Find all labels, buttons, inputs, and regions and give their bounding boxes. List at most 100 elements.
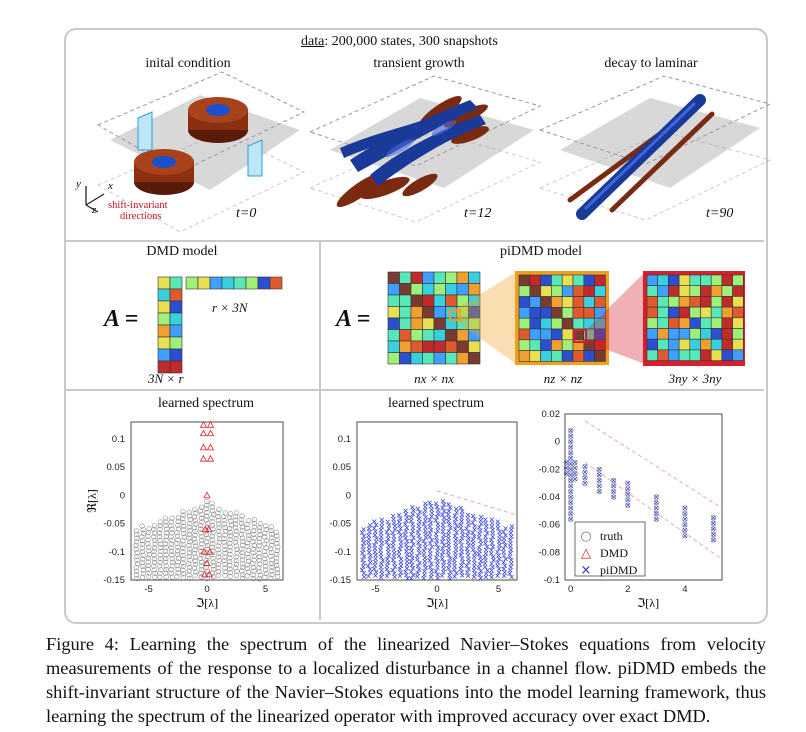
left-ytick: -0.15 <box>103 575 125 586</box>
truth-point <box>156 530 163 536</box>
truth-point <box>250 550 256 556</box>
pidmd-point <box>501 529 506 535</box>
pidmd-point <box>490 564 495 570</box>
pidmd-point <box>489 561 494 566</box>
left-xtick: -5 <box>144 584 152 595</box>
pidmd-point <box>564 465 569 471</box>
pidmd-point <box>384 539 389 545</box>
pidmd-point <box>447 522 452 527</box>
truth-point <box>210 541 216 547</box>
truth-point <box>181 523 187 529</box>
pidmd-point <box>496 546 502 551</box>
pidmd-point <box>392 561 397 566</box>
pidmd-point <box>422 562 428 567</box>
pidmd-point <box>385 536 391 541</box>
pidmd-point <box>422 511 427 517</box>
pidmd-point <box>423 518 428 523</box>
pidmd-point <box>416 547 421 552</box>
truth-point <box>163 574 169 580</box>
pidmd-point <box>385 546 391 552</box>
truth-point <box>192 528 198 535</box>
truth-point <box>239 546 245 552</box>
truth-point <box>227 558 233 565</box>
pidmd-point <box>484 524 489 529</box>
pidmd-point <box>409 562 415 568</box>
pidmd-point <box>446 508 452 514</box>
truth-point <box>221 539 227 545</box>
truth-point <box>174 533 181 539</box>
truth-point <box>263 559 269 566</box>
truth-point <box>140 571 147 577</box>
truth-point <box>710 537 717 543</box>
truth-point <box>234 568 240 575</box>
dmd-A-equals: A = <box>104 306 139 332</box>
truth-point <box>157 574 163 580</box>
pidmd-point <box>459 519 464 524</box>
pidmd-point <box>501 553 507 558</box>
truth-point <box>610 477 617 484</box>
truth-point <box>191 525 198 531</box>
pidmd-point <box>489 551 494 556</box>
dmd-point <box>206 443 215 451</box>
truth-point <box>169 530 175 536</box>
pidmd-point <box>454 530 459 535</box>
truth-point <box>221 514 227 520</box>
pidmd-point <box>411 535 416 541</box>
pidmd-point <box>423 535 429 540</box>
truth-point <box>245 547 252 553</box>
truth-point <box>157 523 164 529</box>
pidmd-point <box>434 541 439 547</box>
truth-point <box>257 572 263 578</box>
pidmd-point <box>496 570 502 575</box>
pidmd-point <box>568 500 573 505</box>
truth-point <box>222 569 228 575</box>
pidmd-point <box>379 561 384 567</box>
truth-point <box>251 557 257 563</box>
pidmd-point <box>503 526 508 531</box>
pidmd-point <box>416 533 422 539</box>
truth-point <box>251 535 257 541</box>
pidmd-point <box>568 456 573 461</box>
pidmd-point <box>501 536 507 541</box>
pidmd-point <box>441 542 447 548</box>
truth-point <box>198 522 204 529</box>
truth-point <box>256 557 262 564</box>
truth-point <box>222 565 228 571</box>
pidmd-point <box>373 553 379 558</box>
pidmd-point <box>501 560 506 565</box>
truth-point <box>568 499 574 506</box>
pidmd-point <box>490 530 495 536</box>
axis-z-annot: z <box>92 204 97 216</box>
truth-point <box>251 517 257 523</box>
pidmd-point <box>440 556 445 562</box>
truth-point <box>222 532 228 538</box>
truth-point <box>181 527 187 533</box>
divider-top <box>66 240 764 242</box>
truth-point <box>152 570 158 577</box>
truth-point <box>210 530 216 536</box>
truth-point <box>163 544 169 551</box>
truth-point <box>262 534 268 540</box>
pidmd-point <box>489 541 495 546</box>
pidmd-point <box>453 550 458 556</box>
pidmd-point <box>654 511 659 516</box>
pidmd-point <box>564 460 569 465</box>
right-ytick: 0 <box>555 437 560 448</box>
pidmd-point <box>460 573 465 578</box>
pidmd-point <box>495 563 500 568</box>
truth-point <box>273 555 280 561</box>
pidmd-point <box>447 505 453 510</box>
dmd-point <box>205 570 214 578</box>
pidmd-point <box>408 518 414 524</box>
pidmd-point <box>466 519 471 524</box>
truth-point <box>203 531 210 538</box>
truth-point <box>568 516 574 522</box>
truth-point <box>239 524 245 530</box>
truth-point <box>157 526 163 532</box>
pidmd-point <box>625 497 631 503</box>
truth-point <box>262 574 268 580</box>
pidmd-point <box>447 556 453 561</box>
pidmd-point <box>433 501 439 506</box>
right-ytick: -0.08 <box>538 547 560 558</box>
pidmd-point <box>484 544 490 549</box>
